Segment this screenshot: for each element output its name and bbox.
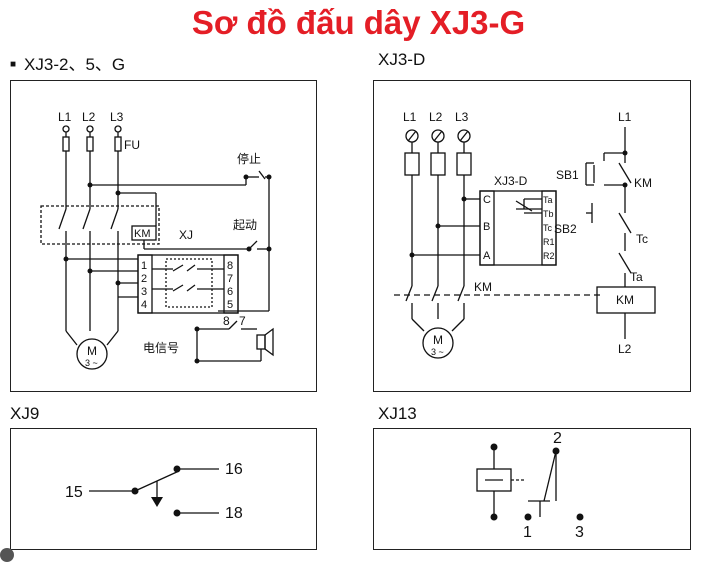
stop-label: 停止 [237, 151, 261, 166]
xj9-pin-18: 18 [225, 505, 243, 522]
main-title: Sơ đồ đấu dây XJ3-G [191, 4, 526, 41]
terminal-4: 4 [141, 299, 147, 311]
d-km-label: KM [474, 280, 492, 294]
phase-l3-label: L3 [110, 110, 124, 124]
km-coil-label: KM [134, 228, 151, 240]
tc-label: Tc [636, 232, 648, 246]
terminal-3: 3 [141, 286, 147, 298]
output-tc: Tc [543, 223, 553, 233]
heading-xj3-2-5-g: ■ XJ3-2、5、G [10, 50, 125, 75]
d-motor-label: M [433, 333, 443, 347]
heading-xj3-2-5-g-text: XJ3-2、5、G [24, 55, 126, 74]
diagram-xj9: 15 16 18 [65, 461, 243, 522]
panel-xj13: 2 1 3 [373, 428, 691, 550]
motor-label: M [87, 344, 97, 358]
input-b: B [483, 221, 490, 233]
ctrl-top-label: L1 [618, 110, 632, 124]
sb1-label: SB1 [556, 168, 579, 182]
xj13-pin-1: 1 [523, 524, 532, 541]
signal-terminal-8: 8 [223, 314, 230, 328]
corner-dot [0, 548, 14, 562]
d-phase-l3-label: L3 [455, 110, 469, 124]
sb2-label: SB2 [554, 222, 577, 236]
terminal-6: 6 [227, 286, 233, 298]
xj-label: XJ [179, 228, 193, 242]
heading-xj3-d: XJ3-D [378, 50, 426, 69]
d-phase-l1-label: L1 [403, 110, 417, 124]
panel-xj9: 15 16 18 [10, 428, 317, 550]
phase-l2-label: L2 [82, 110, 96, 124]
signal-terminal-7: 7 [239, 314, 246, 328]
heading-xj13: XJ13 [378, 404, 417, 423]
panel-xj3-2-5-g: L1 L2 L3 FU 停止 起动 KM XJ 1 2 3 4 8 7 6 5 … [10, 80, 317, 392]
ctrl-bottom-label: L2 [618, 342, 632, 356]
coil-label: KM [616, 293, 634, 307]
output-ta: Ta [543, 195, 553, 205]
xj9-pin-16: 16 [225, 461, 243, 478]
d-motor-sub-label: 3 ~ [431, 347, 444, 357]
terminal-2: 2 [141, 273, 147, 285]
terminal-8: 8 [227, 260, 233, 272]
terminal-5: 5 [227, 299, 233, 311]
motor-sub-label: 3 ~ [85, 358, 98, 368]
km-contact-label: KM [634, 176, 652, 190]
start-label: 起动 [233, 218, 257, 232]
diagram-xj13: 2 1 3 [476, 430, 584, 541]
device-label: XJ3-D [494, 174, 528, 188]
input-c: C [483, 194, 491, 206]
diagram-xj3-2-5-g: L1 L2 L3 FU 停止 起动 KM XJ 1 2 3 4 8 7 6 5 … [40, 110, 274, 370]
ta-label: Ta [630, 270, 643, 284]
signal-label: 电信号 [143, 341, 179, 355]
xj13-pin-3: 3 [575, 524, 584, 541]
output-tb: Tb [543, 209, 554, 219]
bullet-icon: ■ [10, 59, 17, 70]
d-phase-l2-label: L2 [429, 110, 443, 124]
terminal-1: 1 [141, 260, 147, 272]
heading-xj9: XJ9 [10, 404, 40, 423]
output-r1: R1 [543, 237, 555, 247]
xj9-pin-15: 15 [65, 484, 83, 501]
phase-l1-label: L1 [58, 110, 72, 124]
fuse-label: FU [124, 138, 140, 152]
diagram-xj3-d: L1 L2 L3 XJ3-D C B A Ta Tb Tc R1 R2 KM M… [394, 110, 656, 359]
panel-xj3-d: L1 L2 L3 XJ3-D C B A Ta Tb Tc R1 R2 KM M… [373, 80, 691, 392]
output-r2: R2 [543, 251, 555, 261]
xj13-pin-2: 2 [553, 430, 562, 447]
input-a: A [483, 250, 491, 262]
terminal-7: 7 [227, 273, 233, 285]
